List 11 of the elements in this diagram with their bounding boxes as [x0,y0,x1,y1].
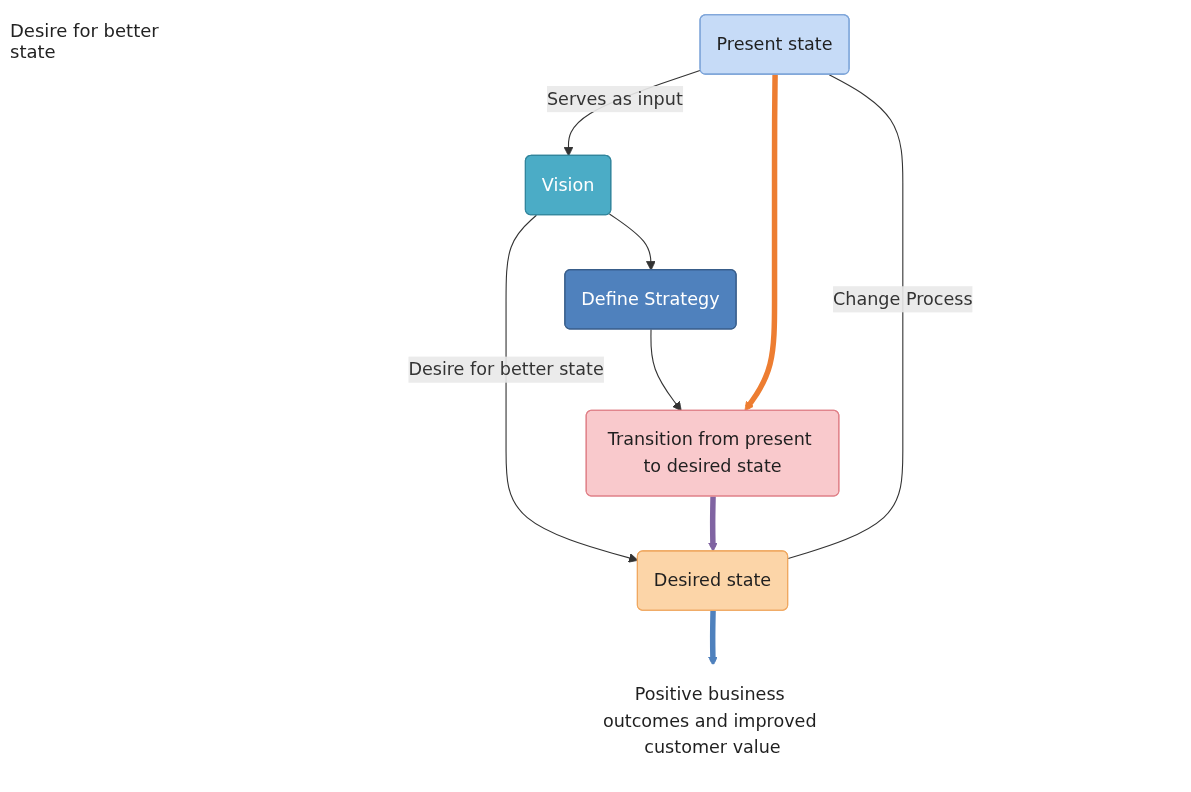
note-text: Desire for better state [10,20,160,62]
arrow [608,213,656,271]
connector [787,74,904,560]
edge-label: Change Process [833,288,973,310]
arrow [708,610,718,667]
node-text: Positive business outcomes and improved customer value [602,683,817,758]
arrow [708,496,718,552]
edge-label: Desire for better state [408,358,604,380]
edge-label: Serves as input [546,88,683,109]
arrow [650,329,682,412]
arrow [744,74,778,412]
